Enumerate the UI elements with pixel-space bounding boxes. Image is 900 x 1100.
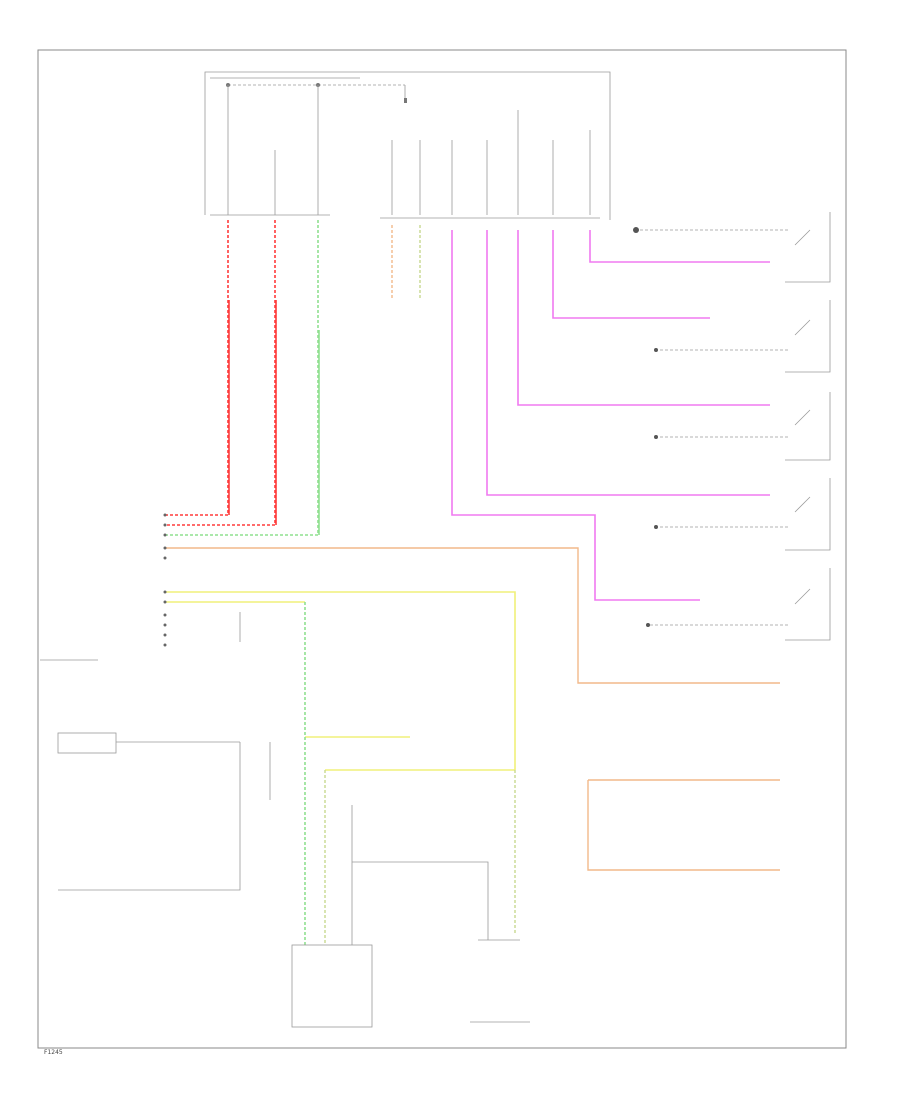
bottom-module xyxy=(291,939,530,1028)
module-left-wires xyxy=(391,225,421,298)
lower-green-wire xyxy=(304,602,489,945)
power-wires xyxy=(165,220,277,526)
diagram-frame xyxy=(37,49,847,1049)
ignition-wire xyxy=(165,220,320,536)
lighting-wires xyxy=(165,591,516,935)
door-switches xyxy=(633,212,831,641)
door-switch-wires xyxy=(451,230,770,601)
module-pins xyxy=(391,110,591,215)
left-components xyxy=(40,612,271,891)
fuse-block xyxy=(204,71,611,220)
left-connector-pins xyxy=(163,513,167,647)
orange-feed xyxy=(165,547,780,871)
diagram-code: F1245 xyxy=(44,1049,63,1056)
